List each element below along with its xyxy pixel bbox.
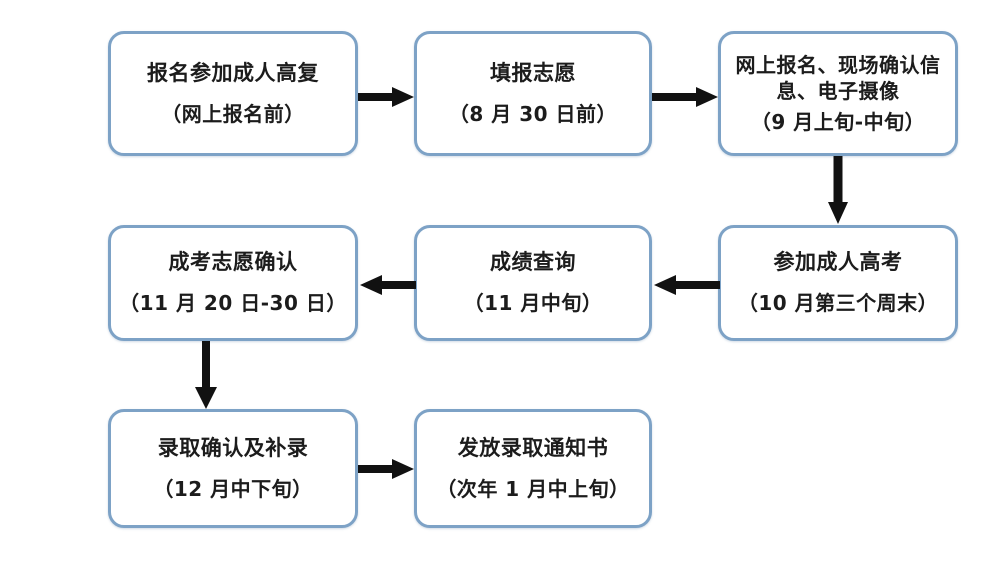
arrow-node3-to-node4 xyxy=(825,156,851,226)
arrow-node6-to-node7 xyxy=(193,341,219,411)
arrow-node1-to-node2 xyxy=(358,84,416,110)
flow-node-2-title: 填报志愿 xyxy=(490,60,576,85)
flow-node-7-subtitle: （12 月中下旬） xyxy=(153,476,313,501)
flow-node-6-title: 成考志愿确认 xyxy=(168,250,298,275)
flow-node-7-title: 录取确认及补录 xyxy=(157,435,309,460)
flow-node-5-title: 成绩查询 xyxy=(490,250,576,275)
flow-node-3[interactable]: 网上报名、现场确认信 息、电子摄像 （9 月上旬-中旬） xyxy=(718,31,958,156)
flow-node-3-subtitle: （9 月上旬-中旬） xyxy=(750,109,926,134)
flow-node-1[interactable]: 报名参加成人高复 （网上报名前） xyxy=(108,31,358,156)
flow-node-3-title: 网上报名、现场确认信 息、电子摄像 xyxy=(735,52,941,104)
flow-node-2[interactable]: 填报志愿 （8 月 30 日前） xyxy=(414,31,652,156)
flow-node-7[interactable]: 录取确认及补录 （12 月中下旬） xyxy=(108,409,358,528)
flow-node-8[interactable]: 发放录取通知书 （次年 1 月中上旬） xyxy=(414,409,652,528)
arrow-node5-to-node6 xyxy=(358,272,416,298)
arrow-node4-to-node5 xyxy=(652,272,720,298)
flow-node-4-title: 参加成人高考 xyxy=(773,250,903,275)
flow-node-4[interactable]: 参加成人高考 （10 月第三个周末） xyxy=(718,225,958,341)
flow-node-6-subtitle: （11 月 20 日-30 日） xyxy=(119,291,347,316)
flow-node-5[interactable]: 成绩查询 （11 月中旬） xyxy=(414,225,652,341)
flow-node-8-subtitle: （次年 1 月中上旬） xyxy=(436,476,630,501)
arrow-node7-to-node8 xyxy=(358,456,416,482)
flow-node-6[interactable]: 成考志愿确认 （11 月 20 日-30 日） xyxy=(108,225,358,341)
flow-node-1-title: 报名参加成人高复 xyxy=(147,60,319,85)
arrow-node2-to-node3 xyxy=(652,84,720,110)
flow-node-4-subtitle: （10 月第三个周末） xyxy=(737,291,939,316)
flow-node-8-title: 发放录取通知书 xyxy=(457,435,609,460)
flow-node-2-subtitle: （8 月 30 日前） xyxy=(448,101,618,126)
flow-node-1-subtitle: （网上报名前） xyxy=(161,101,305,126)
flow-node-5-subtitle: （11 月中旬） xyxy=(463,291,603,316)
